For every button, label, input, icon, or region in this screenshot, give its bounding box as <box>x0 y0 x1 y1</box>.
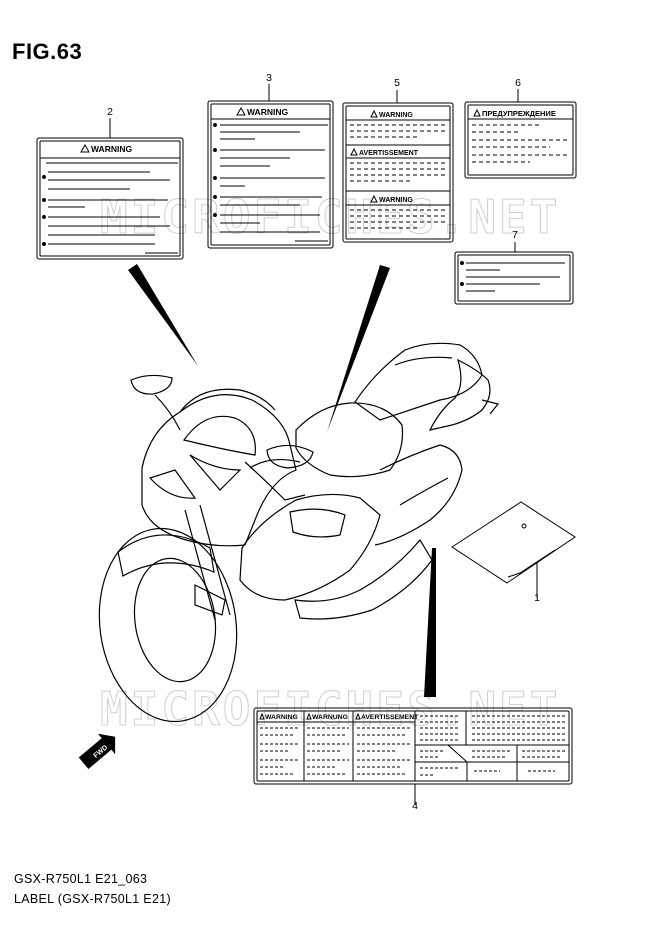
side-fairing <box>239 493 381 601</box>
callout-2: 2 <box>107 106 113 118</box>
warning-triangle-icon <box>350 147 358 156</box>
fuel-tank <box>295 402 404 478</box>
seat <box>354 342 483 421</box>
label-7 <box>454 242 574 305</box>
diagram-caption: LABEL (GSX-R750L1 E21) <box>14 892 171 906</box>
label-4-heading-de: WARNUNG <box>312 714 348 721</box>
label-2-warning: WARNING <box>36 118 184 260</box>
label-1-card <box>451 501 576 598</box>
label-6-russian-warning: ПРЕДУПРЕЖДЕНИЕ <box>464 89 577 179</box>
warning-triangle-icon <box>355 712 361 720</box>
label-4-heading-fr: AVERTISSEMENT <box>361 714 419 721</box>
callout-6: 6 <box>515 77 521 89</box>
warning-triangle-icon <box>370 194 378 203</box>
callout-4: 4 <box>412 800 418 812</box>
warning-triangle-icon <box>259 712 265 720</box>
pointer-label-3 <box>327 265 390 432</box>
front-wheel <box>98 527 238 723</box>
pointer-wedges <box>128 264 436 697</box>
warning-triangle-icon <box>306 712 312 720</box>
front-fairing <box>141 394 297 547</box>
label-5-trilingual-warning: WARNING AVERTISSEMENT WARNING <box>342 90 454 243</box>
warning-triangle-icon <box>80 143 90 153</box>
label-4-heading-en: WARNING <box>265 714 298 721</box>
figure-title: FIG.63 <box>12 39 83 64</box>
warning-triangle-icon <box>236 106 246 116</box>
forward-arrow-icon <box>78 733 116 769</box>
callout-1: 1 <box>534 592 540 604</box>
mirror-left <box>130 374 173 395</box>
watermark-top: MICROFICHES.NET <box>99 190 561 245</box>
warning-triangle-icon <box>370 109 378 118</box>
callout-7: 7 <box>512 229 518 241</box>
label-3-warning: WARNING <box>207 84 334 249</box>
label-2-heading: WARNING <box>91 144 132 154</box>
diagram-code: GSX-R750L1 E21_063 <box>14 872 148 886</box>
pointer-label-4 <box>424 548 436 697</box>
label-3-heading: WARNING <box>247 107 288 117</box>
callout-5: 5 <box>394 77 400 89</box>
label-5-heading-fr: AVERTISSEMENT <box>359 150 419 157</box>
label-6-heading: ПРЕДУПРЕЖДЕНИЕ <box>482 109 556 118</box>
label-4-multilingual: WARNING WARNUNG AVERTISSEMENT <box>253 707 573 805</box>
label-5-heading-en-2: WARNING <box>379 197 413 204</box>
motorcycle-outline <box>98 342 500 723</box>
warning-triangle-icon <box>473 108 481 117</box>
callout-3: 3 <box>266 72 272 84</box>
watermark-bottom: MICROFICHES.NET <box>99 682 561 737</box>
pointer-label-2 <box>128 264 198 366</box>
label-5-heading-en: WARNING <box>379 112 413 119</box>
mirror-right <box>266 444 314 469</box>
